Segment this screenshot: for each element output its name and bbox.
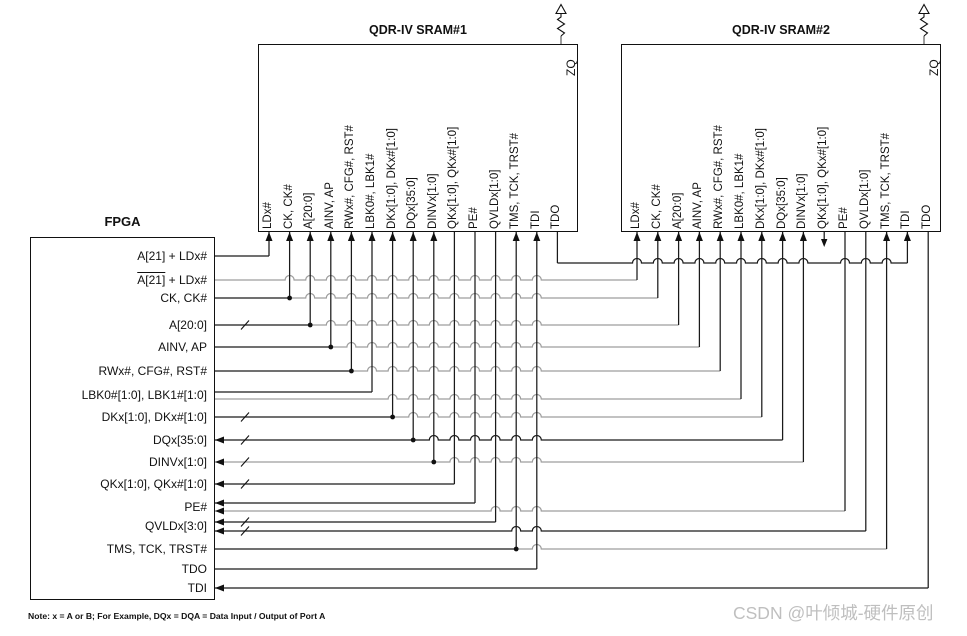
fpga-port-label-10: QKx[1:0], QKx#[1:0] (100, 477, 207, 491)
fpga-port-label-9: DINVx[1:0] (148, 455, 207, 469)
fpga-port-label-1: A[21] + LDx# (137, 273, 207, 287)
fpga-port-label-11: PE# (184, 500, 207, 514)
zq-resistor-icons (555, 3, 930, 44)
fpga-port-label-2: CK, CK# (160, 291, 207, 305)
signal-wires (215, 232, 929, 589)
direction-arrows (215, 232, 911, 592)
sram2-title: QDR-IV SRAM#2 (732, 23, 830, 37)
junction-dots (287, 295, 519, 552)
fpga-title: FPGA (104, 214, 141, 229)
sram1-title: QDR-IV SRAM#1 (369, 23, 467, 37)
bus-width-slashes (240, 320, 250, 536)
note-text: Note: x = A or B; For Example, DQx = DQA… (28, 611, 326, 621)
fpga-port-label-4: AINV, AP (158, 340, 207, 354)
fpga-box (30, 237, 215, 600)
fpga-port-label-14: TDO (181, 562, 207, 576)
fpga-port-label-15: TDI (187, 581, 207, 595)
watermark: CSDN @叶倾城-硬件原创 (733, 603, 934, 623)
sram1-box (258, 44, 578, 232)
fpga-port-label-5: RWx#, CFG#, RST# (98, 364, 207, 378)
fpga-port-label-3: A[20:0] (168, 318, 207, 332)
fpga-port-label-7: DKx[1:0], DKx#[1:0] (101, 410, 207, 424)
fpga-port-label-0: A[21] + LDx# (137, 249, 207, 263)
fpga-port-label-13: TMS, TCK, TRST# (106, 542, 207, 556)
sram2-box (621, 44, 941, 232)
fpga-port-label-12: QVLDx[3:0] (144, 519, 207, 533)
fpga-port-label-6: LBK0#[1:0], LBK1#[1:0] (81, 388, 207, 402)
fpga-port-label-8: DQx[35:0] (152, 433, 207, 447)
